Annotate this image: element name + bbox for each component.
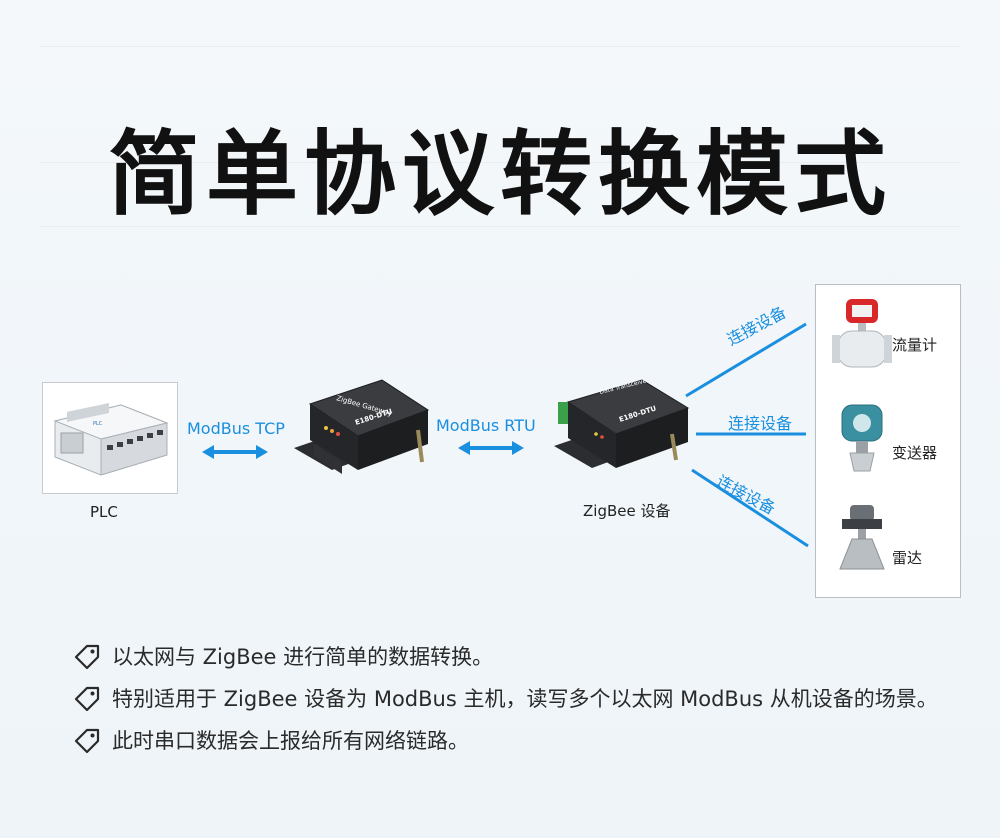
feature-list: 以太网与 ZigBee 进行简单的数据转换。 特别适用于 ZigBee 设备为 … — [72, 640, 972, 766]
feature-text: 此时串口数据会上报给所有网络链路。 — [112, 729, 469, 753]
feature-item: 以太网与 ZigBee 进行简单的数据转换。 — [72, 640, 972, 674]
connection-line-top — [685, 322, 807, 398]
zigbee-gateway-device: ZigBee Gateway E180-DTU — [294, 379, 430, 474]
device-label-radar: 雷达 — [892, 549, 923, 567]
svg-text:PLC: PLC — [93, 421, 103, 427]
protocol-label-tcp: ModBus TCP — [187, 419, 285, 438]
plc-icon: PLC — [53, 402, 169, 476]
feature-text: 特别适用于 ZigBee 设备为 ModBus 主机，读写多个以太网 ModBu… — [112, 687, 938, 711]
device-panel: 流量计 变送器 雷达 — [815, 284, 961, 598]
feature-item: 此时串口数据会上报给所有网络链路。 — [72, 724, 972, 758]
tag-icon — [74, 686, 100, 712]
zigbee-device-label: ZigBee 设备 — [583, 502, 671, 520]
tag-icon — [74, 644, 100, 670]
flowmeter-icon — [832, 299, 892, 368]
radar-icon — [839, 505, 885, 570]
protocol-label-rtu: ModBus RTU — [436, 416, 536, 435]
connection-lines — [685, 322, 809, 548]
transmitter-icon — [841, 404, 883, 472]
tag-icon — [74, 728, 100, 754]
connect-label-middle: 连接设备 — [728, 414, 793, 433]
double-arrow-rtu — [458, 441, 524, 455]
connection-line-bottom — [691, 468, 809, 548]
zigbee-transceiver-device: Data Transceiver E180-DTU — [554, 377, 690, 468]
device-label-transmitter: 变送器 — [892, 444, 938, 462]
plc-image-frame: PLC — [42, 382, 178, 494]
device-label-flowmeter: 流量计 — [892, 336, 938, 354]
feature-text: 以太网与 ZigBee 进行简单的数据转换。 — [112, 645, 494, 669]
page-title: 简单协议转换模式 — [107, 121, 892, 228]
double-arrow-tcp — [202, 445, 268, 459]
feature-item: 特别适用于 ZigBee 设备为 ModBus 主机，读写多个以太网 ModBu… — [72, 682, 972, 716]
plc-label: PLC — [90, 503, 118, 521]
